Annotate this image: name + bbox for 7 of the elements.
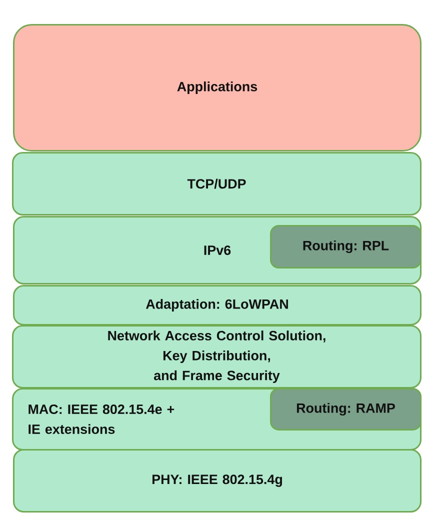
layer-box: TCP/UDP (12, 152, 422, 216)
layer-box: Adaptation: 6LoWPAN (13, 285, 422, 326)
layer-box: Network Access Control Solution, Key Distribution, and Frame Security (12, 325, 422, 388)
layer-box: PHY: IEEE 802.15.4g (13, 449, 422, 512)
sublayer-box: Routing: RAMP (270, 388, 422, 430)
layer-box: Applications (13, 24, 422, 152)
sublayer-box: Routing: RPL (270, 225, 422, 268)
